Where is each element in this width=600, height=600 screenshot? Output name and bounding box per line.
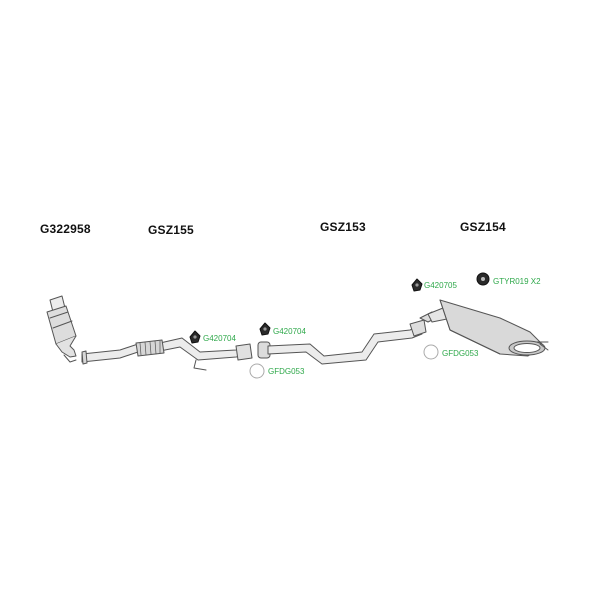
mount-icon-3[interactable] <box>411 278 423 292</box>
catalyst-part[interactable] <box>46 295 77 363</box>
mount-icon-2[interactable] <box>259 322 271 336</box>
part-label-front-pipe: GSZ155 <box>148 223 194 237</box>
accessory-label-mount-2: G420704 <box>273 327 306 336</box>
part-label-rear-silencer: GSZ154 <box>460 220 506 234</box>
part-label-middle-pipe: GSZ153 <box>320 220 366 234</box>
accessory-label-gasket-2: GFDG053 <box>442 349 479 358</box>
accessory-label-rubber-mount: GTYR019 X2 <box>493 277 541 286</box>
gasket-icon-1[interactable] <box>249 363 265 379</box>
front-pipe-part[interactable] <box>81 337 253 371</box>
middle-pipe-part[interactable] <box>257 319 427 365</box>
accessory-label-gasket-1: GFDG053 <box>268 367 305 376</box>
rear-silencer-part[interactable] <box>419 299 549 357</box>
gasket-icon-2[interactable] <box>423 344 439 360</box>
part-label-catalyst: G322958 <box>40 222 91 236</box>
mount-icon-1[interactable] <box>189 330 201 344</box>
accessory-label-mount-1: G420704 <box>203 334 236 343</box>
accessory-label-mount-3: G420705 <box>424 281 457 290</box>
rubber-mount-icon[interactable] <box>476 272 490 286</box>
